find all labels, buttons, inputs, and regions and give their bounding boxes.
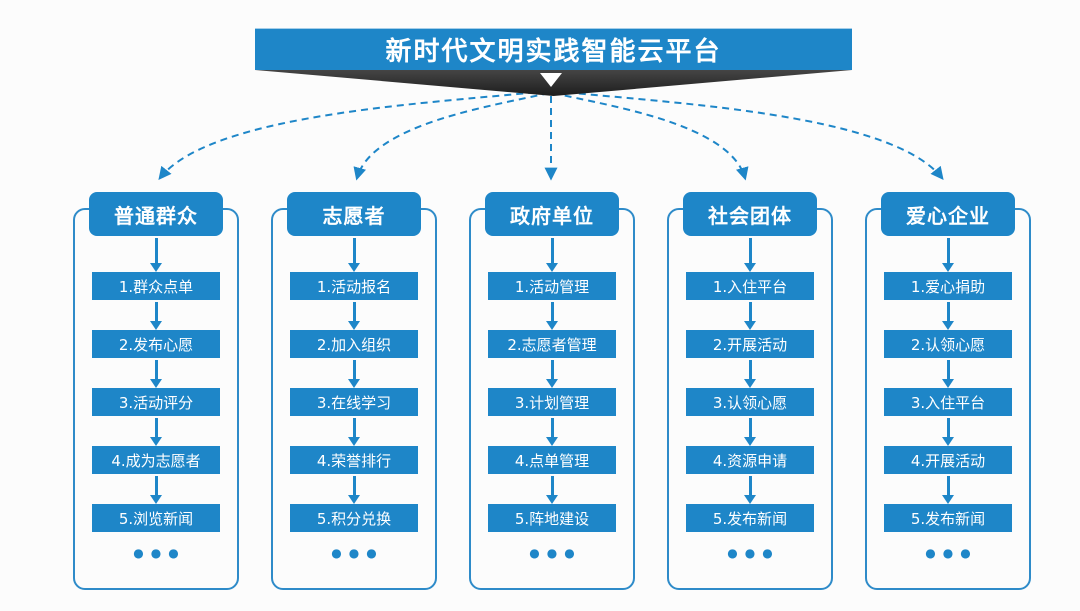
column-title: 普通群众	[114, 203, 198, 228]
flow-step: 5.阵地建设	[488, 504, 616, 532]
connector-to-column-5	[554, 90, 944, 181]
column-header: 政府单位	[485, 192, 619, 236]
column-flow: 1.爱心捐助 2.认领心愿 3.入住平台 4.开展活动 5.发布新闻 ●●●	[865, 236, 1031, 562]
flow-step: 2.发布心愿	[92, 330, 220, 358]
flow-arrow-icon	[146, 416, 166, 446]
flow-step: 4.开展活动	[884, 446, 1012, 474]
column-header: 志愿者	[287, 192, 421, 236]
flow-step: 1.活动管理	[488, 272, 616, 300]
flow-arrow-icon	[344, 416, 364, 446]
flow-step: 5.积分兑换	[290, 504, 418, 532]
flow-step: 3.在线学习	[290, 388, 418, 416]
flow-step: 5.浏览新闻	[92, 504, 220, 532]
flow-arrow-icon	[938, 416, 958, 446]
flow-step: 4.资源申请	[686, 446, 814, 474]
column-header: 社会团体	[683, 192, 817, 236]
flow-step: 5.发布新闻	[686, 504, 814, 532]
flow-step: 2.开展活动	[686, 330, 814, 358]
column-title: 政府单位	[510, 203, 594, 228]
flow-step: 4.成为志愿者	[92, 446, 220, 474]
connector-to-column-4	[552, 92, 749, 181]
flow-arrow-icon	[938, 358, 958, 388]
flow-step: 2.认领心愿	[884, 330, 1012, 358]
flow-arrow-icon	[740, 300, 760, 330]
flow-step: 3.认领心愿	[686, 388, 814, 416]
column-volunteers: 志愿者 1.活动报名 2.加入组织 3.在线学习 4.荣誉排行 5.积分兑换 ●…	[271, 192, 437, 590]
column-title: 爱心企业	[906, 203, 990, 228]
flow-arrow-icon	[344, 474, 364, 504]
flow-arrow-icon	[542, 474, 562, 504]
flow-arrow-icon	[740, 358, 760, 388]
column-title: 志愿者	[322, 203, 386, 228]
connector-to-column-1	[158, 90, 548, 181]
more-indicator: ●●●	[133, 546, 186, 560]
flow-step: 2.加入组织	[290, 330, 418, 358]
column-header: 普通群众	[89, 192, 223, 236]
column-flow: 1.入住平台 2.开展活动 3.认领心愿 4.资源申请 5.发布新闻 ●●●	[667, 236, 833, 562]
flow-arrow-icon	[938, 300, 958, 330]
flow-step: 1.入住平台	[686, 272, 814, 300]
connector-to-column-2	[353, 92, 550, 181]
column-social-groups: 社会团体 1.入住平台 2.开展活动 3.认领心愿 4.资源申请 5.发布新闻 …	[667, 192, 833, 590]
flow-step: 3.计划管理	[488, 388, 616, 416]
column-title: 社会团体	[708, 203, 792, 228]
flow-arrow-icon	[146, 474, 166, 504]
platform-title-banner: 新时代文明实践智能云平台	[255, 28, 852, 70]
flow-step: 4.荣誉排行	[290, 446, 418, 474]
more-indicator: ●●●	[925, 546, 978, 560]
flow-arrow-icon	[740, 474, 760, 504]
flow-step: 2.志愿者管理	[488, 330, 616, 358]
flow-arrow-icon	[146, 300, 166, 330]
flow-step: 1.群众点单	[92, 272, 220, 300]
flow-arrow-icon	[344, 300, 364, 330]
flow-step: 3.入住平台	[884, 388, 1012, 416]
flow-arrow-icon	[344, 236, 364, 272]
flow-arrow-icon	[146, 358, 166, 388]
flow-step: 1.爱心捐助	[884, 272, 1012, 300]
flow-step: 1.活动报名	[290, 272, 418, 300]
more-indicator: ●●●	[727, 546, 780, 560]
flow-arrow-icon	[740, 236, 760, 272]
column-flow: 1.活动管理 2.志愿者管理 3.计划管理 4.点单管理 5.阵地建设 ●●●	[469, 236, 635, 562]
flow-arrow-icon	[542, 416, 562, 446]
column-general-public: 普通群众 1.群众点单 2.发布心愿 3.活动评分 4.成为志愿者 5.浏览新闻…	[73, 192, 239, 590]
column-header: 爱心企业	[881, 192, 1015, 236]
column-flow: 1.活动报名 2.加入组织 3.在线学习 4.荣誉排行 5.积分兑换 ●●●	[271, 236, 437, 562]
flow-arrow-icon	[938, 474, 958, 504]
flow-arrow-icon	[740, 416, 760, 446]
flow-arrow-icon	[542, 358, 562, 388]
flow-arrow-icon	[542, 300, 562, 330]
more-indicator: ●●●	[529, 546, 582, 560]
column-caring-enterprises: 爱心企业 1.爱心捐助 2.认领心愿 3.入住平台 4.开展活动 5.发布新闻 …	[865, 192, 1031, 590]
flow-step: 5.发布新闻	[884, 504, 1012, 532]
flow-step: 4.点单管理	[488, 446, 616, 474]
more-indicator: ●●●	[331, 546, 384, 560]
flow-arrow-icon	[344, 358, 364, 388]
flow-arrow-icon	[938, 236, 958, 272]
flow-arrow-icon	[146, 236, 166, 272]
platform-title: 新时代文明实践智能云平台	[385, 36, 722, 67]
flow-arrow-icon	[542, 236, 562, 272]
column-flow: 1.群众点单 2.发布心愿 3.活动评分 4.成为志愿者 5.浏览新闻 ●●●	[73, 236, 239, 562]
flow-step: 3.活动评分	[92, 388, 220, 416]
column-government-units: 政府单位 1.活动管理 2.志愿者管理 3.计划管理 4.点单管理 5.阵地建设…	[469, 192, 635, 590]
